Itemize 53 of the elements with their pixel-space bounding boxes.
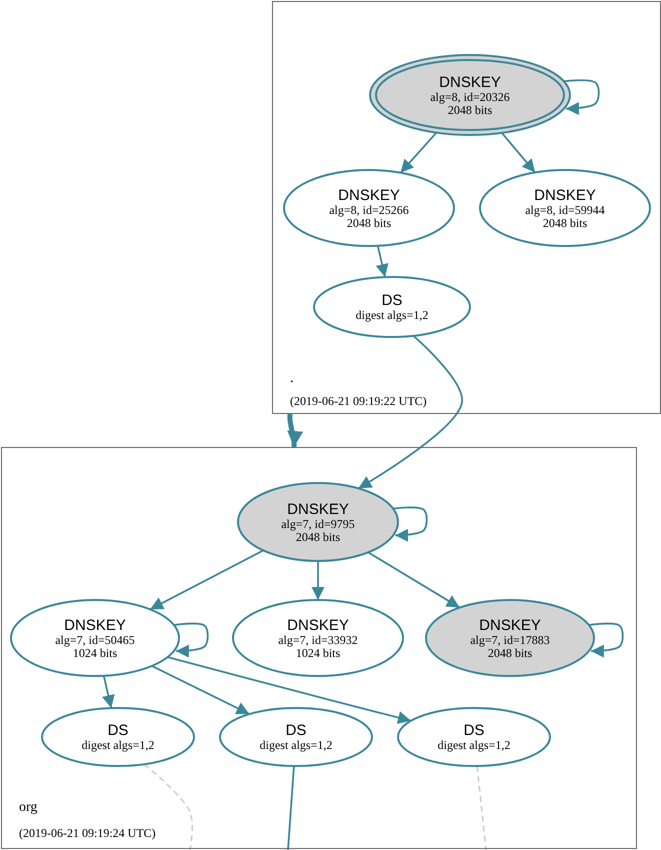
node-detail: 1024 bits [296,646,340,660]
node-title: DNSKEY [287,616,349,634]
zone-name: org [19,801,38,815]
node-detail: 2048 bits [542,216,588,230]
arrow [167,656,412,724]
node-detail: alg=7, id=9795 [281,518,355,530]
self-loop-arrow [393,506,428,542]
node-detail: alg=8, id=25266 [329,204,409,216]
connector-line [287,766,295,850]
node-detail: 2048 bits [488,646,532,660]
node-title: DNSKEY [338,186,400,204]
arrow [151,665,250,715]
arrow [400,132,437,174]
node-title: DS [286,722,306,739]
node-detail: digest algs=1,2 [356,309,428,322]
zone-cluster [272,1,661,414]
node-title: DNSKEY [287,500,349,518]
node-detail: alg=7, id=33932 [278,634,358,646]
node-detail: alg=8, id=59944 [525,204,605,216]
arrow [287,414,304,448]
node-title: DNSKEY [534,186,596,204]
node-detail: alg=7, id=17883 [470,634,550,646]
zone-cluster [1,447,637,849]
timestamp: (2019-06-21 09:19:24 UTC) [19,826,156,840]
node-title: DS [464,722,484,739]
node-detail: 2048 bits [346,216,392,230]
node-detail: digest algs=1,2 [438,739,510,752]
arrow [312,561,324,600]
node-detail: 1024 bits [72,646,118,660]
node-title: DNSKEY [439,74,501,90]
self-loop-arrow [564,79,600,115]
zone-name: . [290,372,294,386]
self-loop-arrow [174,622,209,658]
self-loop-arrow [588,622,624,658]
timestamp: (2019-06-21 09:19:22 UTC) [290,394,427,408]
node-detail: 2048 bits [448,104,492,116]
node-title: DS [108,722,128,739]
connector-line [144,764,193,850]
arrow [150,550,264,610]
arrow [501,132,536,173]
node-title: DNSKEY [64,616,126,634]
node-detail: digest algs=1,2 [82,739,154,752]
node-detail: digest algs=1,2 [260,739,332,752]
connector-line [476,766,487,850]
arrow [376,246,388,278]
node-detail: alg=7, id=50465 [55,634,135,646]
arrow [358,335,463,490]
node-detail: alg=8, id=20326 [430,90,510,104]
node-detail: 2048 bits [296,530,340,544]
node-title: DS [382,292,402,309]
arrow [102,676,115,708]
node-title: DNSKEY [479,616,541,634]
arrow [368,552,460,608]
